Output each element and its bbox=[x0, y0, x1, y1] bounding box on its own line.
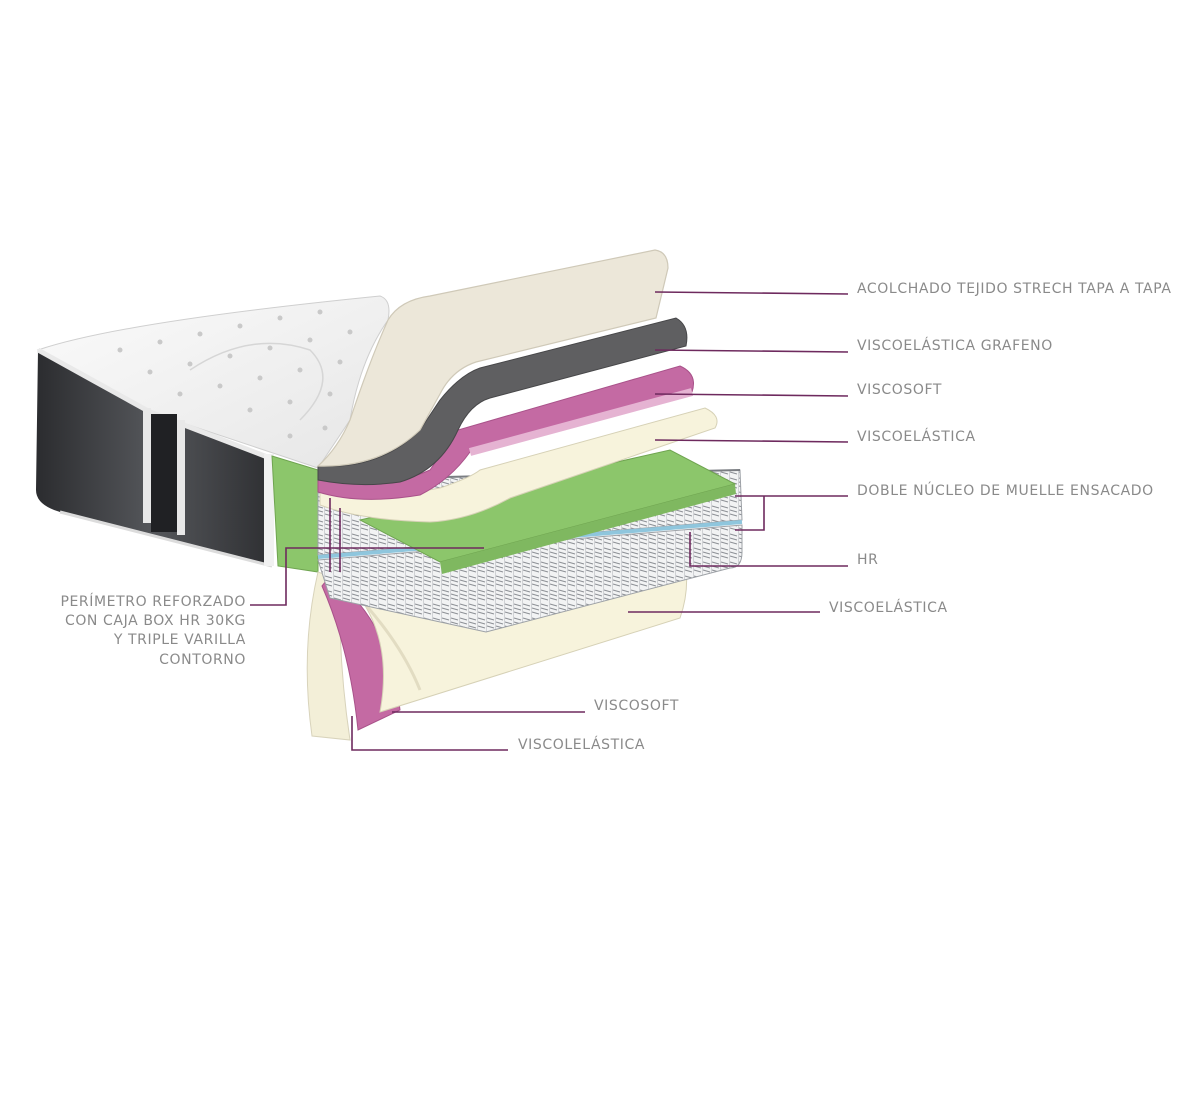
label-perimetro-line1: PERÍMETRO REFORZADO bbox=[60, 593, 246, 610]
label-viscoelastica-top: VISCOELÁSTICA bbox=[857, 428, 976, 445]
quilting-pattern bbox=[117, 309, 353, 439]
label-viscosoft-top: VISCOSOFT bbox=[857, 382, 942, 398]
bottom-viscosoft-layer bbox=[321, 575, 401, 731]
label-doble-nucleo: DOBLE NÚCLEO DE MUELLE ENSACADO bbox=[857, 481, 1154, 499]
label-perimetro-line2: CON CAJA BOX HR 30KG bbox=[65, 613, 246, 629]
leader-doble-nucleo bbox=[735, 495, 848, 531]
label-hr: HR bbox=[857, 552, 878, 568]
leader-acolchado bbox=[654, 291, 849, 295]
leader-viscosoft-top bbox=[654, 393, 849, 397]
leader-visco-grafeno bbox=[654, 349, 849, 353]
leader-hr bbox=[689, 532, 848, 567]
leader-lines bbox=[250, 291, 849, 751]
label-perimetro-line3: Y TRIPLE VARILLA bbox=[113, 632, 246, 648]
label-viscolelastica: VISCOLELÁSTICA bbox=[518, 736, 645, 753]
leader-perimetro bbox=[250, 498, 484, 606]
mattress-body bbox=[36, 295, 390, 568]
label-perimetro-line4: CONTORNO bbox=[159, 652, 246, 668]
label-viscosoft-bottom: VISCOSOFT bbox=[594, 698, 679, 714]
label-viscoelastica-bottom: VISCOELÁSTICA bbox=[829, 599, 948, 616]
leader-viscolelastica bbox=[351, 716, 508, 751]
quilted-top-surface bbox=[36, 295, 390, 469]
perimeter-hr-box bbox=[271, 455, 319, 573]
leader-viscoelastica-top bbox=[654, 439, 849, 443]
label-visco-grafeno: VISCOELÁSTICA GRAFENO bbox=[857, 337, 1053, 354]
label-acolchado: ACOLCHADO TEJIDO STRECH TAPA A TAPA bbox=[857, 281, 1172, 297]
top-quilted-cover bbox=[316, 249, 669, 467]
labels: ACOLCHADO TEJIDO STRECH TAPA A TAPA VISC… bbox=[60, 281, 1171, 753]
